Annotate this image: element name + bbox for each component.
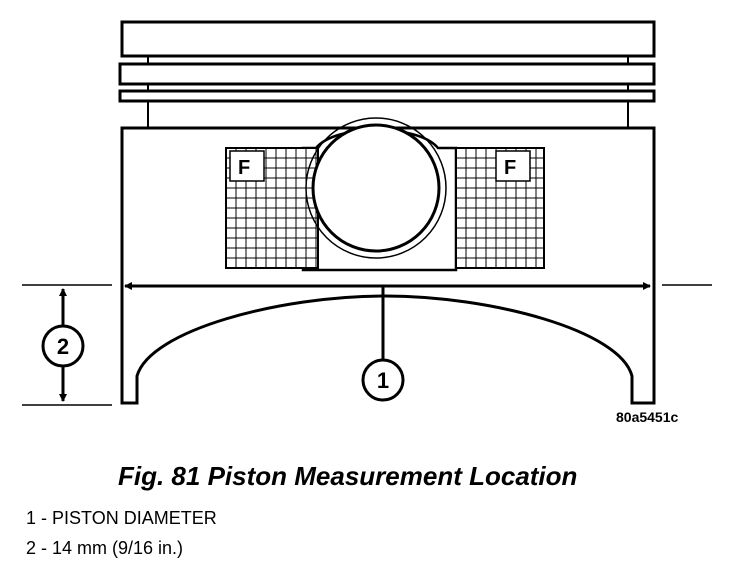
callout-1-circle: [361, 358, 405, 402]
front-mark-right: F: [504, 157, 516, 179]
legend-item-1: 1 - PISTON DIAMETER: [26, 508, 217, 528]
callout-2-number: 2: [57, 334, 69, 359]
callout-1-number: 1: [377, 368, 389, 393]
piston-ring-land-2: [118, 89, 656, 103]
piston-diagram: F F 2 1: [22, 20, 712, 406]
piston-pin-bore-outer: [305, 117, 447, 259]
legend-item-2: 2 - 14 mm (9/16 in.): [26, 538, 184, 558]
skirt-grid-left: [225, 147, 319, 269]
piston-pin-bore: [311, 123, 441, 253]
piston-ring-land-1: [118, 62, 656, 86]
piston-top-land: [120, 20, 656, 58]
figure-caption: Fig. 81 Piston Measurement Location: [118, 461, 578, 491]
figure-id: 80a5451c: [616, 409, 679, 425]
callout-2-circle: [41, 324, 85, 368]
front-mark-left: F: [238, 157, 250, 179]
